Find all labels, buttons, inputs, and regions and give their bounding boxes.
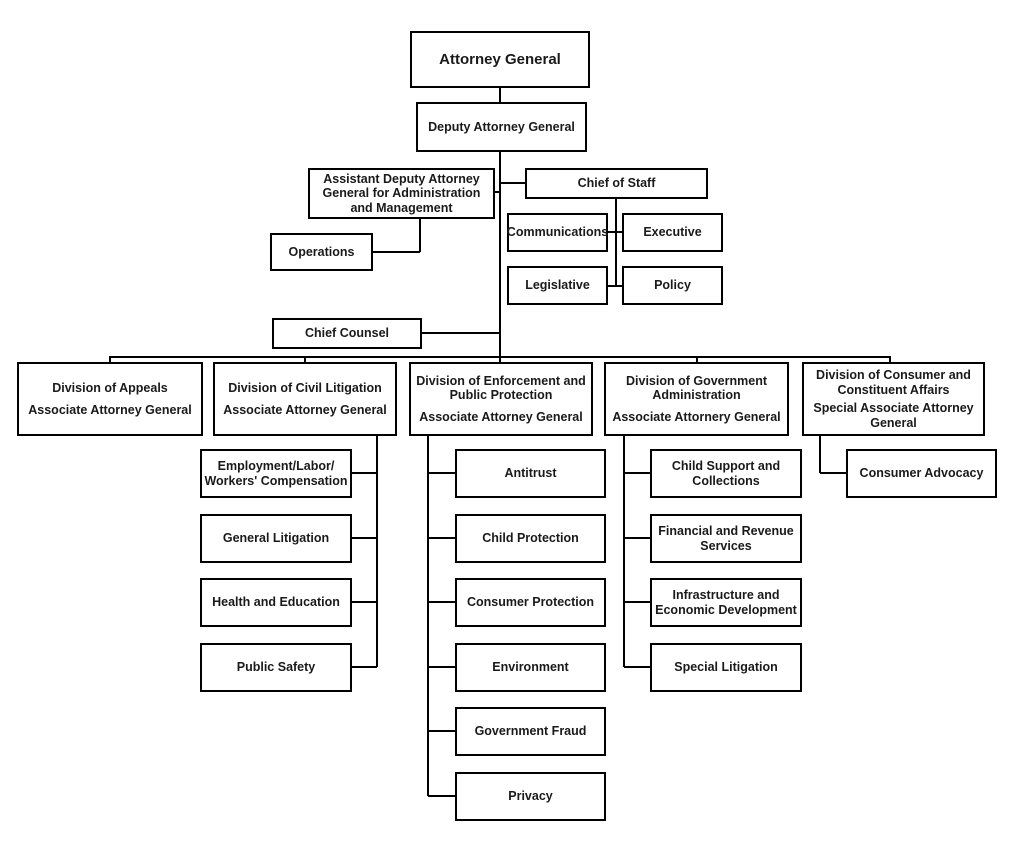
unit-label: Infrastructure and Economic Development (655, 588, 797, 617)
unit-label: Child Protection (482, 531, 579, 546)
division-title: Division of Government Administration (626, 373, 767, 403)
node-label: Attorney General (439, 50, 561, 68)
node-unit-general-litigation: General Litigation (200, 514, 352, 563)
unit-label: Consumer Protection (466, 595, 595, 610)
node-unit-financial-and-revenue-services: Financial and Revenue Services (650, 514, 802, 563)
node-label: Chief Counsel (304, 326, 390, 341)
node-division-enforcement-public-protection: Division of Enforcement and Public Prote… (409, 362, 593, 436)
unit-label: Government Fraud (474, 724, 587, 739)
node-communications: Communications (507, 213, 608, 252)
division-officer: Special Associate Attorney General (813, 401, 974, 430)
node-label: Executive (643, 225, 702, 240)
unit-label: Environment (492, 660, 569, 675)
unit-label: Child Support and Collections (671, 459, 781, 488)
node-unit-privacy: Privacy (455, 772, 606, 821)
node-chief-of-staff: Chief of Staff (525, 168, 708, 199)
node-legislative: Legislative (507, 266, 608, 305)
node-deputy-attorney-general: Deputy Attorney General (416, 102, 587, 152)
node-unit-employment-labor-workers-compensation: Employment/Labor/ Workers' Compensation (200, 449, 352, 498)
division-officer: Associate Attornery General (612, 409, 781, 424)
node-unit-health-and-education: Health and Education (200, 578, 352, 627)
node-assistant-deputy-attorney-general: Assistant Deputy Attorney General for Ad… (308, 168, 495, 219)
node-label: Chief of Staff (577, 176, 656, 191)
unit-label: Antitrust (504, 466, 557, 481)
node-unit-public-safety: Public Safety (200, 643, 352, 692)
node-policy: Policy (622, 266, 723, 305)
unit-label: General Litigation (222, 531, 330, 546)
node-unit-special-litigation: Special Litigation (650, 643, 802, 692)
node-unit-child-protection: Child Protection (455, 514, 606, 563)
unit-label: Privacy (508, 789, 553, 804)
node-division-appeals: Division of Appeals Associate Attorney G… (17, 362, 203, 436)
node-division-government-administration: Division of Government Administration As… (604, 362, 789, 436)
node-unit-antitrust: Antitrust (455, 449, 606, 498)
node-division-consumer-constituent-affairs: Division of Consumer and Constituent Aff… (802, 362, 985, 436)
unit-label: Consumer Advocacy (859, 466, 984, 481)
node-label: Operations (288, 244, 355, 259)
unit-label: Public Safety (236, 660, 316, 675)
unit-label: Employment/Labor/ Workers' Compensation (204, 459, 348, 488)
division-title: Division of Appeals (52, 381, 168, 395)
node-label: Deputy Attorney General (428, 119, 575, 134)
unit-label: Health and Education (212, 595, 340, 610)
node-unit-consumer-advocacy: Consumer Advocacy (846, 449, 997, 498)
division-officer: Associate Attorney General (223, 402, 387, 417)
node-executive: Executive (622, 213, 723, 252)
node-unit-child-support-and-collections: Child Support and Collections (650, 449, 802, 498)
node-unit-consumer-protection: Consumer Protection (455, 578, 606, 627)
node-label: Legislative (525, 278, 590, 293)
unit-label: Special Litigation (674, 660, 778, 675)
node-label: Assistant Deputy Attorney General for Ad… (322, 171, 481, 215)
unit-label: Financial and Revenue Services (658, 524, 794, 553)
node-attorney-general: Attorney General (410, 31, 590, 88)
node-division-civil-litigation: Division of Civil Litigation Associate A… (213, 362, 397, 436)
node-unit-environment: Environment (455, 643, 606, 692)
node-unit-infrastructure-and-economic-development: Infrastructure and Economic Development (650, 578, 802, 627)
node-unit-government-fraud: Government Fraud (455, 707, 606, 756)
division-officer: Associate Attorney General (28, 402, 192, 417)
node-chief-counsel: Chief Counsel (272, 318, 422, 349)
node-label: Communications (506, 225, 609, 240)
node-operations: Operations (270, 233, 373, 271)
division-title: Division of Civil Litigation (228, 381, 382, 395)
division-title: Division of Consumer and Constituent Aff… (816, 368, 971, 397)
node-label: Policy (654, 278, 691, 293)
division-officer: Associate Attorney General (419, 409, 583, 424)
division-title: Division of Enforcement and Public Prote… (416, 373, 586, 403)
